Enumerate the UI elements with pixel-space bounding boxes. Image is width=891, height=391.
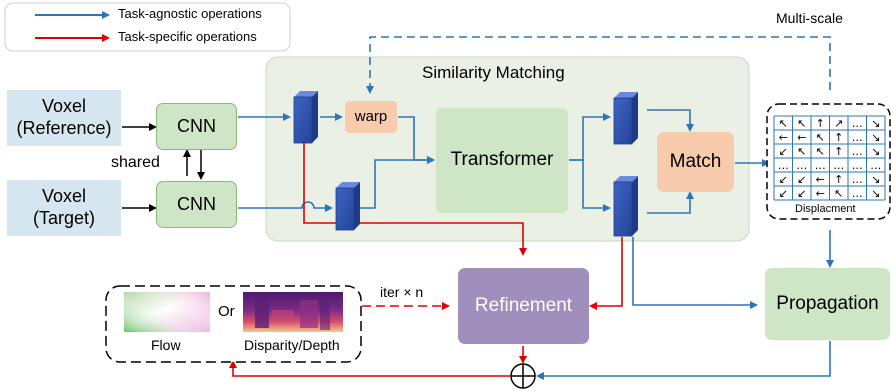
displacement-cell: ← — [779, 131, 788, 144]
task-agnostic-connections — [238, 36, 834, 380]
displacement-grid: ↖↖↑↗…↘←←↖↑…↘↙↖↖↑…↘………………↙↙←↑…↘↙↙←↖…↘ — [773, 115, 886, 201]
cnn-reference: CNN — [156, 103, 237, 150]
displacement-cell: ↙ — [779, 187, 788, 200]
displacement-cell: ↘ — [871, 131, 880, 144]
flow-image — [124, 292, 210, 332]
displacement-label: Displacment — [795, 203, 856, 215]
feature-map-transformer-out-2 — [613, 176, 638, 237]
match-block: Match — [657, 132, 734, 192]
displacement-cell: ↑ — [816, 117, 825, 130]
voxel-target-line2: (Target) — [32, 208, 95, 228]
displacement-cell: ↘ — [871, 145, 880, 158]
shared-label: shared — [111, 154, 160, 171]
voxel-target-input: Voxel (Target) — [7, 180, 121, 236]
displacement-cell: ↖ — [816, 145, 825, 158]
displacement-cell: ↙ — [779, 145, 788, 158]
displacement-cell: ← — [797, 131, 806, 144]
disparity-depth-label: Disparity/Depth — [244, 337, 340, 353]
displacement-cell: … — [852, 173, 863, 186]
transformer-block: Transformer — [436, 108, 568, 213]
displacement-cell: … — [870, 159, 881, 172]
displacement-cell: ↘ — [871, 173, 880, 186]
displacement-cell: … — [815, 159, 826, 172]
sum-node — [510, 363, 536, 389]
displacement-cell: ↙ — [779, 173, 788, 186]
voxel-reference-line1: Voxel — [41, 96, 87, 117]
displacement-cell: ↖ — [779, 117, 788, 130]
feature-map-target — [335, 182, 360, 231]
displacement-cell: ↑ — [834, 131, 843, 144]
task-specific-connections — [229, 122, 623, 377]
displacement-cell: ↘ — [871, 187, 880, 200]
displacement-cell: ↙ — [797, 173, 806, 186]
voxel-reference-line2: (Reference) — [16, 118, 112, 138]
voxel-target-line1: Voxel — [41, 186, 87, 207]
displacement-cell: … — [778, 159, 789, 172]
feature-map-reference — [293, 91, 318, 144]
warp-block: warp — [345, 101, 397, 133]
legend-specific-label: Task-specific operations — [118, 29, 257, 44]
displacement-cell: ↑ — [834, 145, 843, 158]
flow-label: Flow — [151, 337, 181, 353]
displacement-cell: … — [852, 131, 863, 144]
displacement-cell: ↙ — [797, 187, 806, 200]
displacement-cell: … — [833, 159, 844, 172]
displacement-cell: ↗ — [834, 117, 843, 130]
disparity-image — [243, 292, 343, 332]
displacement-cell: … — [852, 145, 863, 158]
displacement-cell: … — [852, 187, 863, 200]
displacement-cell: ↖ — [797, 117, 806, 130]
legend-agnostic-label: Task-agnostic operations — [118, 6, 262, 21]
displacement-cell: ↖ — [816, 131, 825, 144]
displacement-cell: ↘ — [871, 117, 880, 130]
displacement-cell: … — [852, 159, 863, 172]
refinement-block: Refinement — [458, 268, 589, 344]
multi-scale-label: Multi-scale — [776, 10, 843, 26]
displacement-cell: ↖ — [797, 145, 806, 158]
similarity-matching-title: Similarity Matching — [422, 63, 565, 82]
displacement-cell: ↖ — [834, 187, 843, 200]
propagation-block: Propagation — [765, 268, 890, 340]
cnn-target: CNN — [156, 181, 237, 228]
displacement-cell: … — [796, 159, 807, 172]
displacement-cell: ↑ — [834, 173, 843, 186]
or-label: Or — [218, 303, 235, 320]
displacement-cell: … — [852, 117, 863, 130]
displacement-box — [766, 103, 891, 220]
voxel-reference-input: Voxel (Reference) — [7, 90, 121, 146]
displacement-cell: ← — [816, 173, 825, 186]
feature-map-transformer-out-1 — [613, 92, 638, 145]
displacement-cell: ← — [816, 187, 825, 200]
iteration-label: iter × n — [380, 284, 424, 300]
